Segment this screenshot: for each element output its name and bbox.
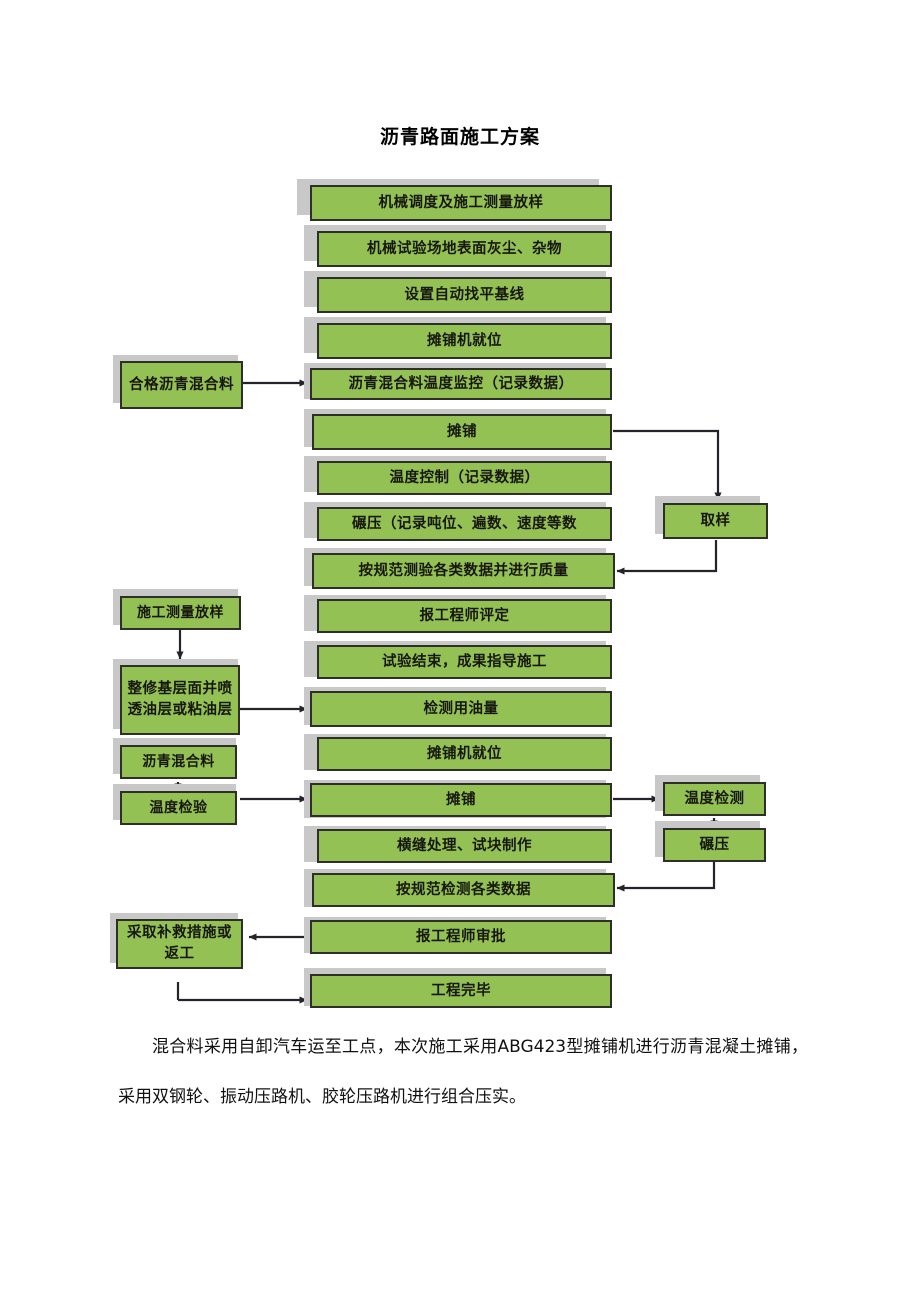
flow-node-label: 温度检验 <box>149 799 208 816</box>
flow-node-left[interactable]: 沥青混合料 <box>120 745 237 779</box>
flow-node-main[interactable]: 温度控制（记录数据） <box>317 461 612 495</box>
flow-node-main[interactable]: 横缝处理、试块制作 <box>317 829 612 863</box>
flow-node-label: 摊铺 <box>447 423 477 440</box>
flow-node-label: 碾压（记录吨位、遍数、速度等数 <box>352 515 577 532</box>
flow-node-label: 施工测量放样 <box>137 604 224 621</box>
flow-node-main[interactable]: 碾压（记录吨位、遍数、速度等数 <box>317 507 612 541</box>
flow-node-label: 整修基层面并喷透油层或粘油层 <box>127 681 233 718</box>
flow-node-label: 碾压 <box>699 836 730 853</box>
flow-node-main[interactable]: 设置自动找平基线 <box>317 277 612 313</box>
flow-node-label: 摊铺 <box>446 791 476 808</box>
flow-node-label: 机械试验场地表面灰尘、杂物 <box>367 240 562 257</box>
flow-node-main[interactable]: 摊铺 <box>310 783 612 817</box>
flow-node-label: 合格沥青混合料 <box>129 376 234 393</box>
body-paragraph: 混合料采用自卸汽车运至工点，本次施工采用ABG423型摊铺机进行沥青混凝土摊铺，… <box>118 1037 808 1107</box>
flow-node-label: 沥青混合料 <box>142 753 215 770</box>
flow-node-label: 报工程师审批 <box>416 928 506 945</box>
flow-node-label: 温度控制（记录数据） <box>389 469 540 486</box>
flow-node-main[interactable]: 摊铺机就位 <box>317 737 612 771</box>
flow-node-main[interactable]: 工程完毕 <box>310 974 612 1008</box>
flow-node-main[interactable]: 报工程师审批 <box>310 920 612 954</box>
flow-node-left[interactable]: 采取补救措施或返工 <box>116 919 243 969</box>
flow-node-label: 按规范检测各类数据 <box>396 881 531 898</box>
flow-node-main[interactable]: 试验结束，成果指导施工 <box>317 645 612 679</box>
flow-node-label: 检测用油量 <box>423 700 499 717</box>
flow-node-left[interactable]: 施工测量放样 <box>120 596 241 630</box>
flow-node-right[interactable]: 碾压 <box>663 828 766 862</box>
flow-node-left[interactable]: 温度检验 <box>120 791 237 825</box>
flow-node-main[interactable]: 按规范检测各类数据 <box>312 873 615 907</box>
flow-node-main[interactable]: 机械调度及施工测量放样 <box>310 185 612 221</box>
flow-node-main[interactable]: 检测用油量 <box>310 691 612 727</box>
flow-node-label: 摊铺机就位 <box>427 332 502 349</box>
flow-node-label: 按规范测验各类数据并进行质量 <box>358 562 569 579</box>
flow-node-label: 横缝处理、试块制作 <box>397 837 532 854</box>
flow-node-label: 工程完毕 <box>431 982 491 999</box>
flow-node-main[interactable]: 摊铺机就位 <box>317 323 612 359</box>
flow-node-label: 设置自动找平基线 <box>404 286 525 303</box>
flow-node-label: 机械调度及施工测量放样 <box>378 194 544 211</box>
page-title: 沥青路面施工方案 <box>379 127 540 148</box>
flow-node-label: 温度检测 <box>684 790 745 807</box>
flow-node-main[interactable]: 按规范测验各类数据并进行质量 <box>312 553 615 589</box>
flow-node-main[interactable]: 机械试验场地表面灰尘、杂物 <box>317 231 612 267</box>
flow-node-left[interactable]: 整修基层面并喷透油层或粘油层 <box>120 665 240 735</box>
flow-node-right[interactable]: 温度检测 <box>663 782 766 816</box>
flow-node-label: 取样 <box>700 512 731 529</box>
flow-node-left[interactable]: 合格沥青混合料 <box>120 361 243 409</box>
flow-node-main[interactable]: 沥青混合料温度监控（记录数据） <box>310 368 612 400</box>
flow-node-main[interactable]: 报工程师评定 <box>317 599 612 633</box>
flow-node-right[interactable]: 取样 <box>663 503 768 539</box>
flow-node-main[interactable]: 摊铺 <box>312 414 612 450</box>
flow-node-label: 摊铺机就位 <box>427 745 502 762</box>
flow-node-label: 沥青混合料温度监控（记录数据） <box>348 375 574 392</box>
flow-node-label: 报工程师评定 <box>419 607 510 624</box>
flow-node-label: 采取补救措施或返工 <box>127 925 232 962</box>
flow-node-label: 试验结束，成果指导施工 <box>382 653 547 670</box>
